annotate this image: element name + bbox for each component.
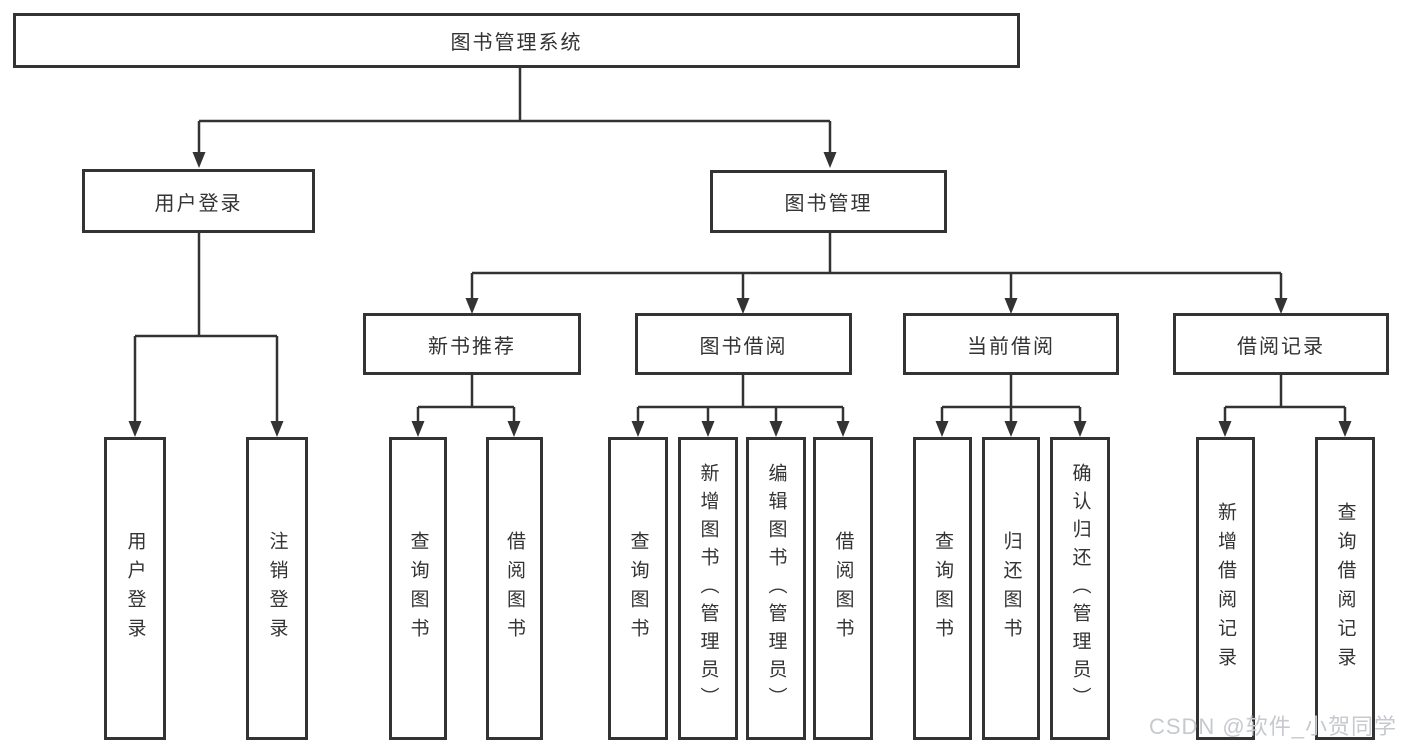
node-book-borrowing: 图书借阅 (635, 313, 852, 375)
leaf-query-books-recommend: 查询图书 (389, 437, 447, 740)
node-label: 图书借阅 (699, 335, 788, 358)
leaf-borrow-books-recommend: 借阅图书 (486, 437, 543, 740)
node-label: 新增图书（管理员） (697, 462, 719, 715)
node-borrowing-records: 借阅记录 (1173, 313, 1389, 375)
leaf-query-borrow-record: 查询借阅记录 (1315, 437, 1375, 740)
node-user-login: 用户登录 (82, 169, 315, 233)
leaf-confirm-return-admin: 确认归还（管理员） (1050, 437, 1110, 740)
leaf-user-login: 用户登录 (104, 437, 166, 740)
node-label: 用户登录 (124, 530, 146, 647)
node-label: 当前借阅 (967, 335, 1055, 358)
leaf-borrow-books: 借阅图书 (813, 437, 873, 740)
node-label: 新书推荐 (428, 335, 516, 358)
csdn-watermark: CSDN @软件_小贺同学 (1148, 714, 1397, 739)
node-label: 借阅记录 (1237, 335, 1325, 358)
leaf-add-books-admin: 新增图书（管理员） (678, 437, 738, 740)
node-label: 查询图书 (932, 530, 953, 647)
leaf-return-books: 归还图书 (982, 437, 1040, 740)
node-label: 图书管理 (784, 193, 873, 215)
leaf-query-books-current: 查询图书 (913, 437, 972, 740)
node-label: 查询图书 (627, 530, 649, 647)
leaf-query-books-borrowing: 查询图书 (608, 437, 668, 740)
node-label: 借阅图书 (832, 530, 854, 647)
node-label: 新增借阅记录 (1215, 501, 1236, 676)
leaf-add-borrow-record: 新增借阅记录 (1196, 437, 1255, 740)
node-new-book-recommend: 新书推荐 (363, 313, 581, 375)
node-label: 确认归还（管理员） (1069, 462, 1091, 715)
leaf-logout: 注销登录 (246, 437, 308, 740)
node-label: 编辑图书（管理员） (765, 462, 787, 715)
node-book-management: 图书管理 (710, 170, 947, 233)
node-label: 注销登录 (266, 530, 288, 647)
node-label: 查询图书 (407, 530, 429, 647)
node-current-borrowing: 当前借阅 (903, 313, 1119, 375)
node-label: 图书管理系统 (450, 32, 583, 54)
node-label: 归还图书 (1000, 530, 1022, 647)
leaf-edit-books-admin: 编辑图书（管理员） (746, 437, 806, 740)
node-library-management-system: 图书管理系统 (13, 13, 1020, 68)
node-label: 查询借阅记录 (1334, 501, 1356, 676)
node-label: 借阅图书 (504, 530, 525, 647)
node-label: 用户登录 (154, 192, 243, 215)
